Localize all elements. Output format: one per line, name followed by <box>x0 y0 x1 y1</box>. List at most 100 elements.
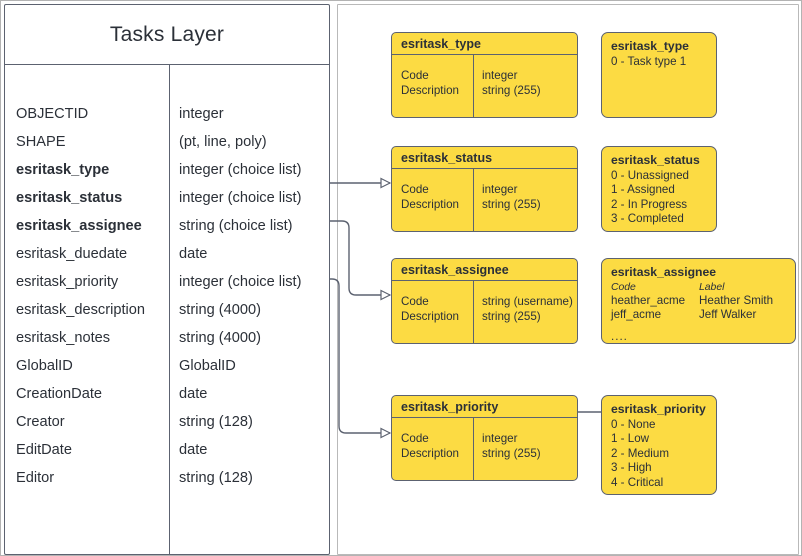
layer-field-row: Editor string (128) <box>5 464 329 492</box>
layer-field-type: date <box>179 246 208 262</box>
layer-field-name: esritask_type <box>16 162 110 178</box>
table-box-body: Code Description integer string (255) <box>392 169 577 231</box>
value-list-item: 0 - None <box>611 417 656 431</box>
value-list-title: esritask_assignee <box>611 265 717 279</box>
layer-field-name: esritask_duedate <box>16 246 128 262</box>
layer-field-type: string (128) <box>179 414 253 430</box>
field-type: string (255) <box>482 84 541 97</box>
value-list-esritask-type[interactable]: esritask_type 0 - Task type 1 <box>601 32 717 118</box>
table-box-body: Code Description integer string (255) <box>392 418 577 480</box>
layer-field-type: integer (choice list) <box>179 162 302 178</box>
field-type: string (255) <box>482 198 541 211</box>
layer-field-row: CreationDate date <box>5 380 329 408</box>
value-code: heather_acme <box>611 293 686 307</box>
value-label: Jeff Walker <box>699 308 757 322</box>
layer-field-name: OBJECTID <box>16 106 89 122</box>
table-box-title: esritask_assignee <box>392 259 577 281</box>
layer-field-type: integer (choice list) <box>179 274 302 290</box>
table-box-fields: Code Description <box>392 68 473 117</box>
field-type: string (255) <box>482 310 541 323</box>
field-name: Description <box>401 447 459 460</box>
table-box-body: Code Description integer string (255) <box>392 55 577 117</box>
table-box-fields: Code Description <box>392 182 473 231</box>
value-code: jeff_acme <box>611 308 662 322</box>
layer-field-row: esritask_description string (4000) <box>5 296 329 324</box>
field-name: Code <box>401 183 429 196</box>
table-box-types: integer string (255) <box>473 431 577 480</box>
layer-field-row: OBJECTID integer <box>5 100 329 128</box>
value-list-ellipsis: .... <box>611 329 628 343</box>
table-box-esritask-assignee[interactable]: esritask_assignee Code Description strin… <box>391 258 578 344</box>
value-list-item: 2 - Medium <box>611 446 669 460</box>
layer-field-row: esritask_type integer (choice list) <box>5 156 329 184</box>
layer-field-type: string (128) <box>179 470 253 486</box>
value-list-header-label: Label <box>699 281 725 293</box>
field-name: Description <box>401 310 459 323</box>
table-box-divider <box>473 55 474 117</box>
value-label: Heather Smith <box>699 293 774 307</box>
table-box-title: esritask_status <box>392 147 577 169</box>
table-box-divider <box>473 169 474 231</box>
layer-field-name: esritask_assignee <box>16 218 142 234</box>
field-name: Code <box>401 69 429 82</box>
table-box-fields: Code Description <box>392 294 473 343</box>
field-type: string (255) <box>482 447 541 460</box>
table-box-esritask-status[interactable]: esritask_status Code Description integer… <box>391 146 578 232</box>
table-box-title: esritask_priority <box>392 396 577 418</box>
layer-field-row: esritask_notes string (4000) <box>5 324 329 352</box>
table-box-divider <box>473 418 474 480</box>
layer-header-divider <box>5 64 329 65</box>
value-list-esritask-status[interactable]: esritask_status 0 - Unassigned 1 - Assig… <box>601 146 717 232</box>
layer-field-name: GlobalID <box>16 358 73 374</box>
layer-field-row: esritask_duedate date <box>5 240 329 268</box>
value-list-item: 1 - Low <box>611 432 650 446</box>
layer-field-type: date <box>179 442 208 458</box>
value-list-item: 4 - Critical <box>611 475 664 489</box>
table-box-esritask-priority[interactable]: esritask_priority Code Description integ… <box>391 395 578 481</box>
value-list-item: 0 - Task type 1 <box>611 54 687 68</box>
field-name: Code <box>401 432 429 445</box>
table-box-esritask-type[interactable]: esritask_type Code Description integer s… <box>391 32 578 118</box>
value-list-header-row: Code Label <box>611 281 795 294</box>
layer-field-name: SHAPE <box>16 134 66 150</box>
layer-field-name: esritask_notes <box>16 330 111 346</box>
layer-field-row: Creator string (128) <box>5 408 329 436</box>
layer-field-name: CreationDate <box>16 386 102 402</box>
layer-field-row: SHAPE(pt, line, poly) <box>5 128 329 156</box>
table-box-fields: Code Description <box>392 431 473 480</box>
layer-field-type: date <box>179 386 208 402</box>
value-list-title: esritask_type <box>611 39 689 53</box>
layer-field-name: esritask_description <box>16 302 145 318</box>
value-list-item: 2 - In Progress <box>611 197 688 211</box>
field-name: Code <box>401 295 429 308</box>
value-list-title: esritask_priority <box>611 402 706 416</box>
layer-field-type: string (4000) <box>179 330 261 346</box>
layer-field-type: integer <box>179 106 224 122</box>
value-list-item: 3 - High <box>611 461 652 475</box>
table-box-types: integer string (255) <box>473 68 577 117</box>
field-type: string (username) <box>482 295 573 308</box>
layer-field-type: integer (choice list) <box>179 190 302 206</box>
table-box-types: integer string (255) <box>473 182 577 231</box>
value-list-item: 1 - Assigned <box>611 183 675 197</box>
value-list-esritask-assignee[interactable]: esritask_assignee Code Label heather_acm… <box>601 258 796 344</box>
field-type: integer <box>482 183 518 196</box>
page-title: Tasks Layer <box>109 22 225 46</box>
layer-field-name: Creator <box>16 414 65 430</box>
table-box-title: esritask_type <box>392 33 577 55</box>
value-list-esritask-priority[interactable]: esritask_priority 0 - None 1 - Low 2 - M… <box>601 395 717 495</box>
layer-field-name: esritask_priority <box>16 274 119 290</box>
table-box-body: Code Description string (username) strin… <box>392 281 577 343</box>
layer-field-name: Editor <box>16 470 55 486</box>
layer-field-type: string (4000) <box>179 302 261 318</box>
field-type: integer <box>482 69 518 82</box>
table-box-divider <box>473 281 474 343</box>
value-list-item: 0 - Unassigned <box>611 168 689 182</box>
